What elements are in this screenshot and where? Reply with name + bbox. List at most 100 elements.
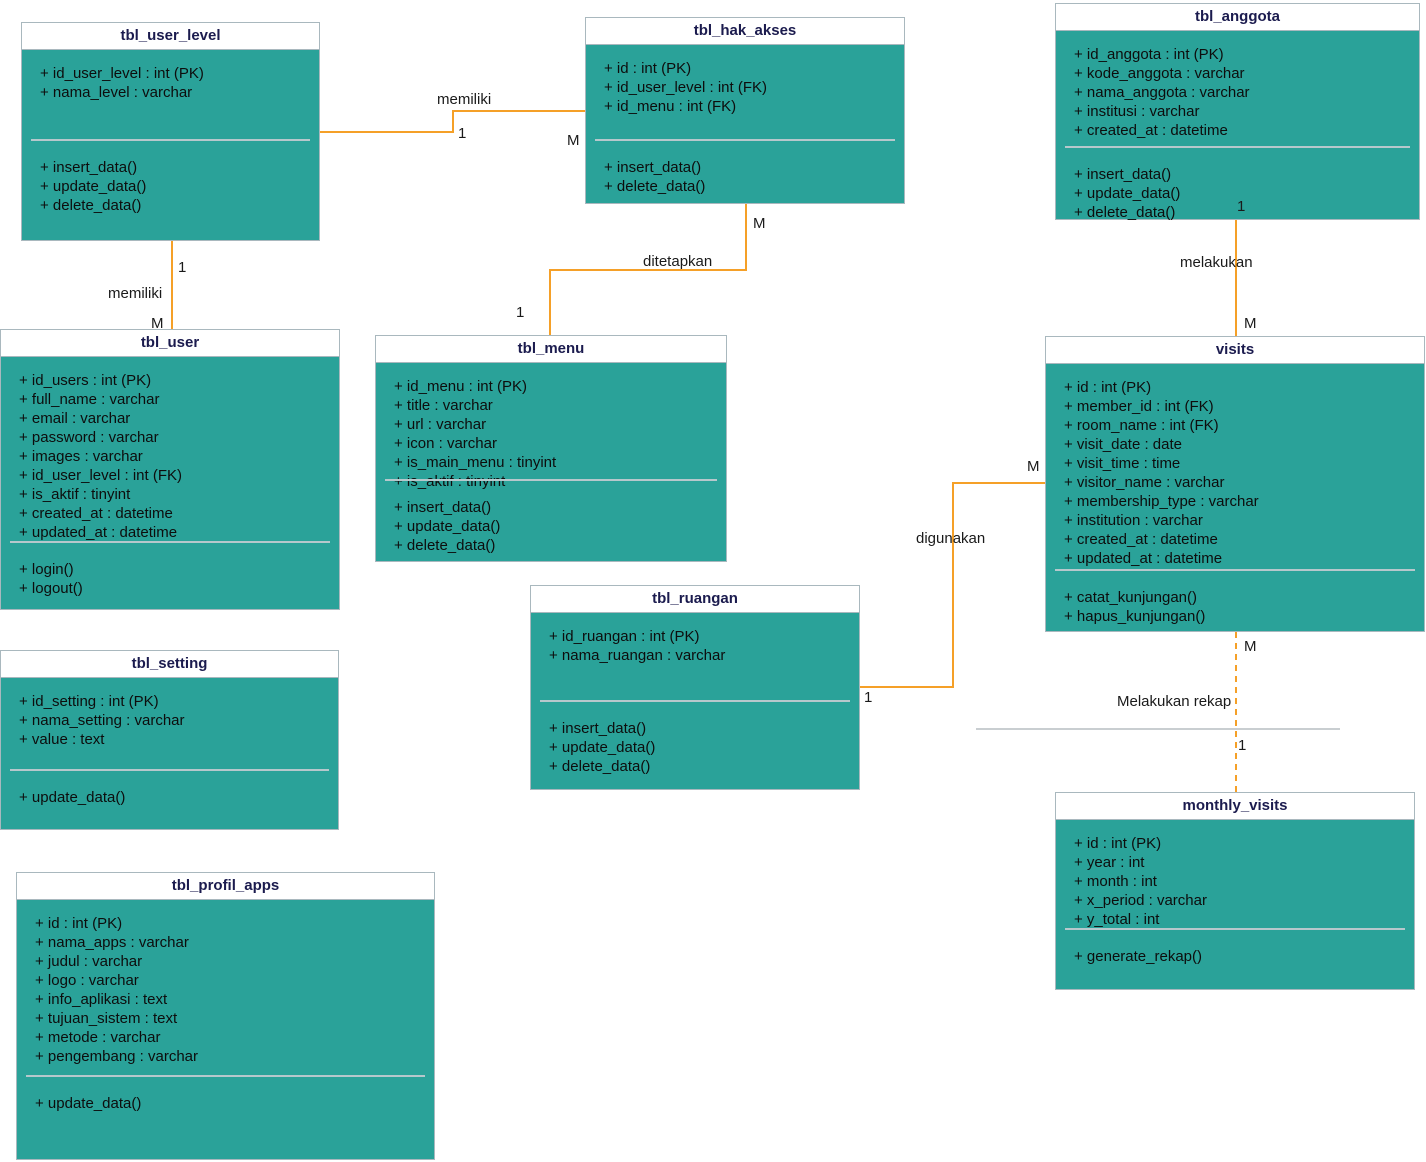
class-member: + updated_at : datetime	[19, 524, 178, 541]
class-title: tbl_profil_apps	[17, 873, 434, 900]
class-box-tbl-profil-apps: tbl_profil_apps + id : int (PK)+ nama_ap…	[16, 872, 435, 1160]
cardinality-label: M	[151, 315, 164, 332]
class-title: tbl_menu	[376, 336, 726, 363]
class-member: + update_data()	[394, 518, 501, 535]
relationship-label-digunakan: digunakan	[916, 530, 986, 547]
class-attributes: + id : int (PK) + id_user_level : int (FK…	[586, 45, 904, 139]
class-member: + y_total : int	[1074, 911, 1160, 928]
class-member: + id_setting : int (PK)	[19, 693, 159, 710]
class-member: + created_at : datetime	[19, 505, 173, 522]
class-box-tbl-menu: tbl_menu + id_menu : int (PK) + title : v…	[375, 335, 727, 562]
class-divider	[1055, 569, 1415, 571]
class-member: + insert_data()	[394, 499, 492, 516]
class-attributes: + id : int (PK) + year : int + month : int…	[1056, 820, 1414, 928]
class-member: + id_user_level : int (FK)	[19, 467, 182, 484]
class-member: + nama_level : varchar	[40, 84, 193, 101]
class-member: + id : int (PK)	[604, 60, 692, 77]
class-member: + id : int (PK)	[1074, 835, 1162, 852]
class-member: + update_data()	[19, 789, 126, 806]
class-divider	[10, 769, 329, 771]
class-member: + url : varchar	[394, 416, 487, 433]
cardinality-label: 1	[458, 125, 467, 142]
class-title: tbl_setting	[1, 651, 338, 678]
class-divider	[385, 479, 717, 481]
class-member: + id_anggota : int (PK)	[1074, 46, 1224, 63]
class-attributes: + id_setting : int (PK)+ nama_setting : …	[1, 678, 338, 769]
class-member: + value : text	[19, 731, 105, 748]
class-member: + email : varchar	[19, 410, 131, 427]
class-member: + id_menu : int (PK)	[394, 378, 527, 395]
relationship-label-melakukan-rekap: Melakukan rekap	[1117, 693, 1232, 710]
class-member: + id_menu : int (FK)	[604, 98, 737, 115]
class-member: + update_data()	[1074, 185, 1181, 202]
class-member: + metode : varchar	[35, 1029, 161, 1046]
cardinality-label: M	[1244, 315, 1257, 332]
relationship-label-memiliki-hak-akses: memiliki	[437, 91, 492, 108]
class-box-tbl-user: tbl_user + id_users : int (PK)+ full_nam…	[0, 329, 340, 610]
class-member: + password : varchar	[19, 429, 159, 446]
class-member: + month : int	[1074, 873, 1157, 890]
cardinality-label: 1	[864, 689, 873, 706]
class-attributes: + id_user_level : int (PK) + nama_level :…	[22, 50, 319, 139]
class-divider	[10, 541, 330, 543]
class-title: tbl_hak_akses	[586, 18, 904, 45]
class-member: + catat_kunjungan()	[1064, 589, 1198, 606]
class-member: + update_data()	[549, 739, 656, 756]
class-member: + insert_data()	[1074, 166, 1172, 183]
connector-memiliki-hak-akses	[320, 110, 585, 133]
class-member: + title : varchar	[394, 397, 493, 414]
class-member: + insert_data()	[40, 159, 138, 176]
class-member: + id_ruangan : int (PK)	[549, 628, 700, 645]
connector-digunakan	[860, 482, 1045, 688]
class-member: + visitor_name : varchar	[1064, 474, 1225, 491]
class-attributes: + id : int (PK)+ nama_apps : varchar+ ju…	[17, 900, 434, 1075]
class-member: + delete_data()	[394, 537, 496, 554]
class-member: + kode_anggota : varchar	[1074, 65, 1245, 82]
class-box-tbl-hak-akses: tbl_hak_akses + id : int (PK) + id_user_l…	[585, 17, 905, 204]
class-member: + update_data()	[40, 178, 147, 195]
class-box-visits: visits + id : int (PK)+ member_id : int …	[1045, 336, 1425, 632]
class-box-tbl-anggota: tbl_anggota + id_anggota : int (PK)+ kod…	[1055, 3, 1420, 221]
class-member: + pengembang : varchar	[35, 1048, 199, 1065]
class-member: + generate_rekap()	[1074, 948, 1202, 965]
class-methods: + insert_data()+ update_data()+ delete_d…	[22, 141, 319, 240]
class-title: monthly_visits	[1056, 793, 1414, 820]
class-member: + is_aktif : tinyint	[19, 486, 131, 503]
class-member: + images : varchar	[19, 448, 143, 465]
class-methods: + update_data()	[17, 1077, 434, 1159]
relationship-label-ditetapkan: ditetapkan	[643, 253, 713, 270]
class-divider	[540, 700, 850, 702]
class-member: + insert_data()	[549, 720, 647, 737]
class-attributes: + id : int (PK)+ member_id : int (FK)+ r…	[1046, 364, 1424, 569]
class-member: + logo : varchar	[35, 972, 139, 989]
class-box-tbl-user-level: tbl_user_level + id_user_level : int (PK…	[21, 22, 320, 241]
relationship-label-memiliki-user: memiliki	[108, 285, 163, 302]
class-title: tbl_ruangan	[531, 586, 859, 613]
class-methods: + update_data()	[1, 771, 338, 829]
class-member: + member_id : int (FK)	[1064, 398, 1214, 415]
class-member: + id_users : int (PK)	[19, 372, 152, 389]
class-member: + id_user_level : int (FK)	[604, 79, 767, 96]
class-member: + created_at : datetime	[1064, 531, 1218, 548]
class-member: + id_user_level : int (PK)	[40, 65, 204, 82]
class-member: + year : int	[1074, 854, 1145, 871]
class-member: + info_aplikasi : text	[35, 991, 168, 1008]
class-member: + is_aktif : tinyint	[394, 473, 506, 490]
class-methods: + insert_data() + update_data() + delete_d…	[376, 481, 726, 561]
class-attributes: + id_anggota : int (PK) + kode_anggota : …	[1056, 31, 1419, 146]
class-member: + updated_at : datetime	[1064, 550, 1223, 567]
cardinality-label: 1	[1238, 737, 1247, 754]
class-methods: + generate_rekap()	[1056, 930, 1414, 989]
class-member: + created_at : datetime	[1074, 122, 1228, 139]
class-attributes: + id_users : int (PK)+ full_name : varch…	[1, 357, 339, 541]
class-member: + id : int (PK)	[35, 915, 123, 932]
class-member: + membership_type : varchar	[1064, 493, 1259, 510]
class-divider	[1065, 146, 1410, 148]
class-member: + insert_data()	[604, 159, 702, 176]
class-member: + update_data()	[35, 1095, 142, 1112]
class-methods: + insert_data()+ delete_data()	[586, 141, 904, 203]
class-divider	[1065, 928, 1405, 930]
class-member: + hapus_kunjungan()	[1064, 608, 1206, 625]
class-title: tbl_user_level	[22, 23, 319, 50]
class-divider	[26, 1075, 425, 1077]
